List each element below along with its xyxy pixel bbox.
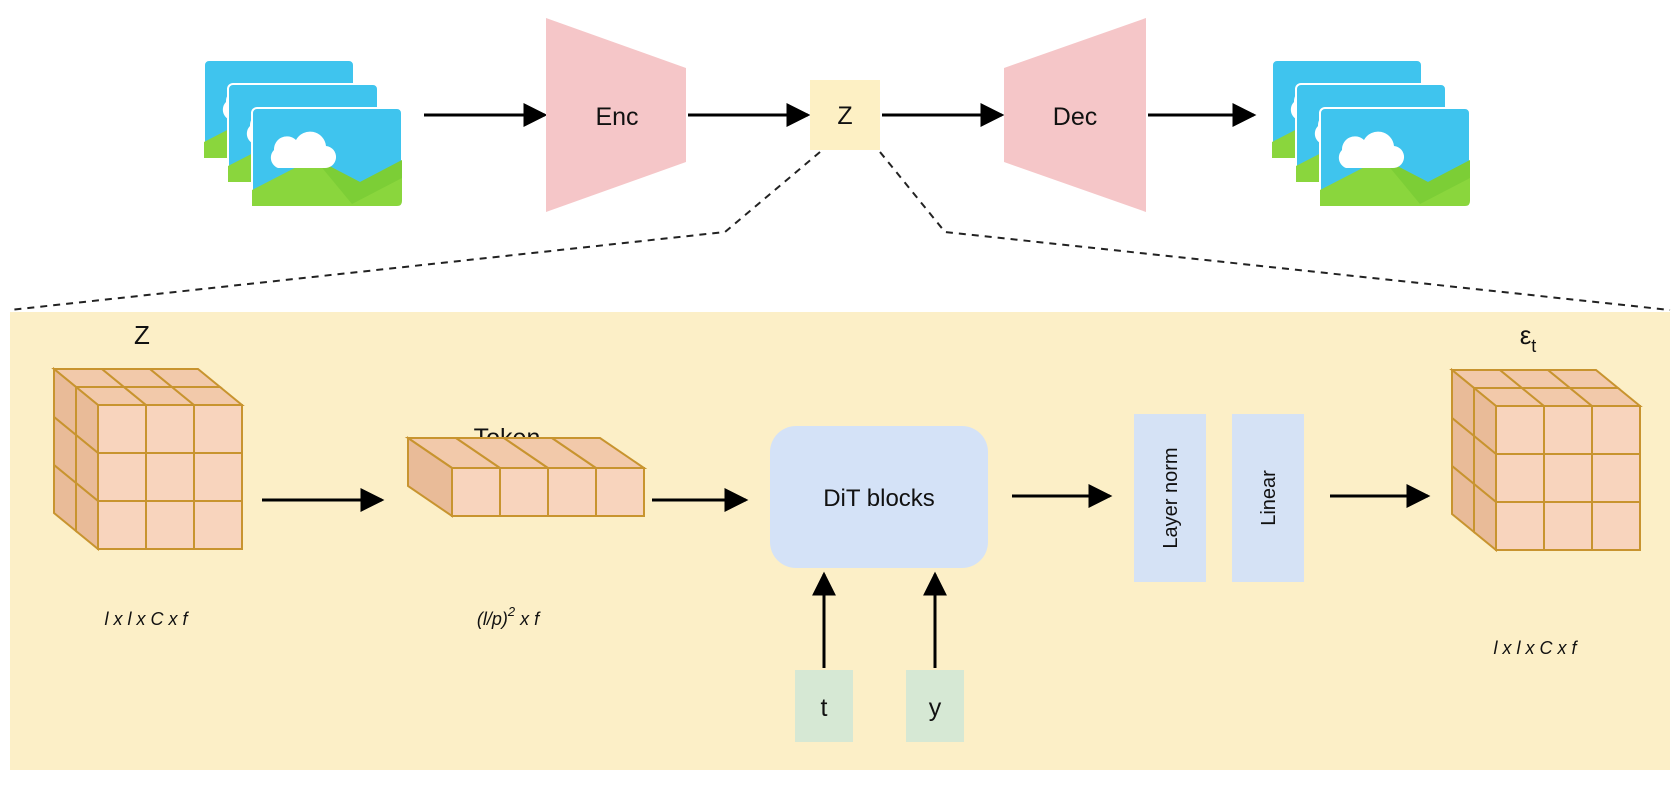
voxel-front-cell: [193, 404, 243, 454]
voxel-front-cell: [451, 467, 501, 517]
voxel-front-cell: [1591, 405, 1641, 455]
voxel-top-cell: [1545, 369, 1621, 389]
voxel-front-cell: [97, 500, 147, 550]
token-dims-label: (l/p)2 x f: [477, 604, 541, 629]
linear-label: Linear: [1258, 470, 1280, 526]
dit-blocks-label: DiT blocks: [823, 485, 935, 512]
voxel-front-cell: [1591, 501, 1641, 551]
input-latent-cube: [51, 366, 245, 552]
token-dims-base: (l/p): [477, 609, 508, 629]
voxel-front-cell: [193, 500, 243, 550]
voxel-front-cell: [1543, 453, 1593, 503]
layer-norm-box: [1134, 414, 1206, 582]
voxel-front-cell: [1495, 501, 1545, 551]
voxel-front-cell: [1495, 405, 1545, 455]
latent-label: Z: [837, 102, 852, 130]
input-dims-label: l x l x C x f: [104, 609, 189, 629]
token-dims-tail: x f: [515, 609, 541, 629]
voxel-front-cell: [547, 467, 597, 517]
token-dims-exp: 2: [507, 604, 516, 619]
class-label: y: [929, 694, 942, 722]
voxel-side-cell: [53, 462, 77, 534]
voxel-front-cell: [499, 467, 549, 517]
token-row: [404, 436, 648, 518]
input-image-stack-icon: [203, 59, 403, 207]
output-image-stack-icon: [1271, 59, 1471, 207]
layer-norm-label: Layer norm: [1160, 447, 1182, 548]
voxel-side-cell: [1451, 463, 1475, 535]
voxel-front-cell: [1543, 501, 1593, 551]
voxel-front-cell: [145, 500, 195, 550]
latent-box: [810, 80, 880, 150]
output-label-sub: t: [1531, 336, 1536, 356]
voxel-front-cell: [145, 452, 195, 502]
voxel-front-cell: [1495, 453, 1545, 503]
encoder-block: [546, 18, 686, 212]
input-cube-label: Z: [134, 320, 150, 350]
voxel-front-cell: [1543, 405, 1593, 455]
output-noise-cube: [1449, 367, 1643, 553]
class-label-box: [906, 670, 964, 742]
output-cube-label: εt: [1520, 320, 1537, 356]
voxel-front-cell: [97, 452, 147, 502]
linear-box: [1232, 414, 1304, 582]
dit-blocks-box: [770, 426, 988, 568]
output-dims-label: l x l x C x f: [1493, 638, 1578, 658]
timestep-box: [795, 670, 853, 742]
encoder-label: Enc: [595, 103, 638, 131]
zoom-line-right: [879, 151, 1671, 311]
output-label-base: ε: [1520, 320, 1532, 350]
voxel-front-cell: [145, 404, 195, 454]
voxel-side-cell: [407, 436, 453, 518]
timestep-label: t: [821, 694, 828, 722]
voxel-front-cell: [595, 467, 645, 517]
voxel-top-cell: [147, 368, 223, 388]
voxel-front-cell: [1591, 453, 1641, 503]
voxel-top-cell: [548, 437, 648, 469]
voxel-front-cell: [193, 452, 243, 502]
voxel-front-cell: [97, 404, 147, 454]
decoder-label: Dec: [1053, 103, 1097, 131]
decoder-block: [1004, 18, 1146, 212]
zoom-line-left: [9, 151, 821, 311]
